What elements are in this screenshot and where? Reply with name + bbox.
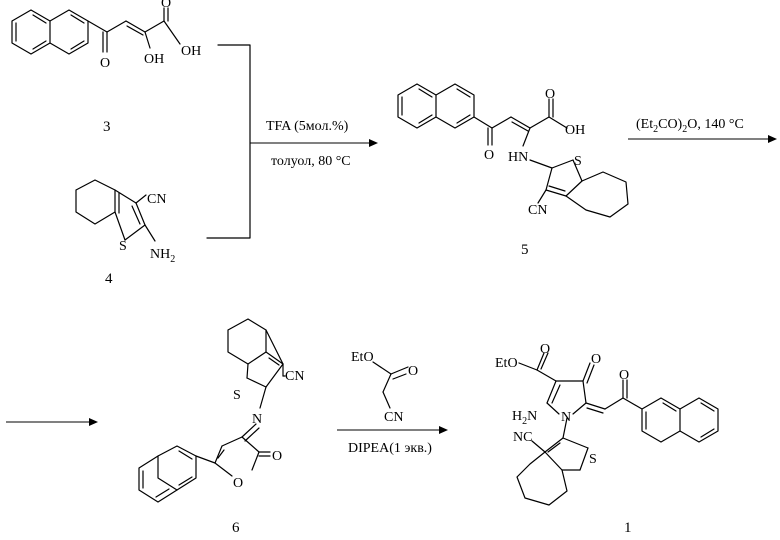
- compound-3-atom-o-keto: O: [100, 56, 110, 71]
- reagent-atom-cn: CN: [384, 410, 403, 425]
- arrow-1-condition-below: толуол, 80 °C: [271, 154, 351, 169]
- arrow-4-condition-below: DIPEA(1 экв.): [348, 441, 432, 456]
- compound-6-atom-cn: CN: [285, 369, 304, 384]
- arrow-2-condition-above: (Et2CO)2O, 140 °C: [636, 117, 744, 135]
- compound-3: O OH O OH 3: [12, 0, 201, 135]
- compound-5-atom-o-acid: O: [545, 87, 555, 102]
- compound-3-atom-oh-acid: OH: [181, 44, 201, 59]
- compound-1-atom-s: S: [589, 452, 597, 467]
- compound-6-number: 6: [232, 520, 240, 536]
- compound-6-atom-s: S: [233, 388, 241, 403]
- compound-1-atom-o-side: O: [619, 368, 629, 383]
- arrow-3: [6, 418, 98, 426]
- compound-6-bonds: [139, 319, 285, 502]
- reactant-bracket: [207, 45, 250, 238]
- compound-4-atom-nh2: NH2: [150, 247, 175, 265]
- compound-6-atom-o-ring: O: [233, 476, 243, 491]
- compound-3-atom-oh: OH: [144, 52, 164, 67]
- reagent-bonds: [373, 362, 408, 408]
- arrow-1: TFA (5мол.%) толуол, 80 °C: [250, 119, 378, 169]
- compound-5-atom-hn: HN: [508, 150, 528, 165]
- compound-6: S CN N O O 6: [139, 319, 304, 536]
- compound-1-atom-cn: NC: [513, 430, 532, 445]
- compound-3-number: 3: [103, 119, 111, 135]
- compound-5-atom-o-keto: O: [484, 148, 494, 163]
- arrow-2: (Et2CO)2O, 140 °C: [628, 117, 777, 143]
- compound-4: CN S NH2 4: [76, 180, 175, 287]
- compound-3-bonds: [12, 8, 180, 54]
- compound-5-atom-oh-acid: OH: [565, 123, 585, 138]
- compound-6-atom-o-lactone: O: [272, 449, 282, 464]
- compound-4-atom-s: S: [119, 239, 127, 254]
- compound-1-atom-o-ester: O: [540, 342, 550, 357]
- reagent-atom-eto: EtO: [351, 350, 374, 365]
- compound-1: EtO O O O H2N N S NC 1: [495, 342, 718, 536]
- compound-4-bonds: [76, 180, 155, 241]
- compound-3-atom-o-acid: O: [161, 0, 171, 11]
- arrow-4: DIPEA(1 экв.): [337, 426, 448, 456]
- compound-5-atom-cn: CN: [528, 203, 547, 218]
- compound-5-atom-s: S: [574, 154, 582, 169]
- compound-4-atom-cn: CN: [147, 192, 166, 207]
- arrow-1-condition-above: TFA (5мол.%): [266, 119, 349, 134]
- compound-1-atom-h2n: H2N: [512, 409, 537, 427]
- compound-6-atom-n: N: [252, 412, 262, 427]
- compound-5: O O OH HN S CN 5: [398, 84, 628, 258]
- compound-1-atom-eto: EtO: [495, 356, 518, 371]
- compound-1-atom-o-ring: O: [591, 352, 601, 367]
- compound-1-bonds: [517, 353, 718, 505]
- compound-1-number: 1: [624, 520, 632, 536]
- reagent-atom-o: O: [408, 364, 418, 379]
- compound-5-number: 5: [521, 242, 529, 258]
- compound-4-number: 4: [105, 271, 113, 287]
- compound-1-atom-n: N: [561, 410, 571, 425]
- reagent-ethyl-cyanoacetate: EtO O CN: [351, 350, 418, 425]
